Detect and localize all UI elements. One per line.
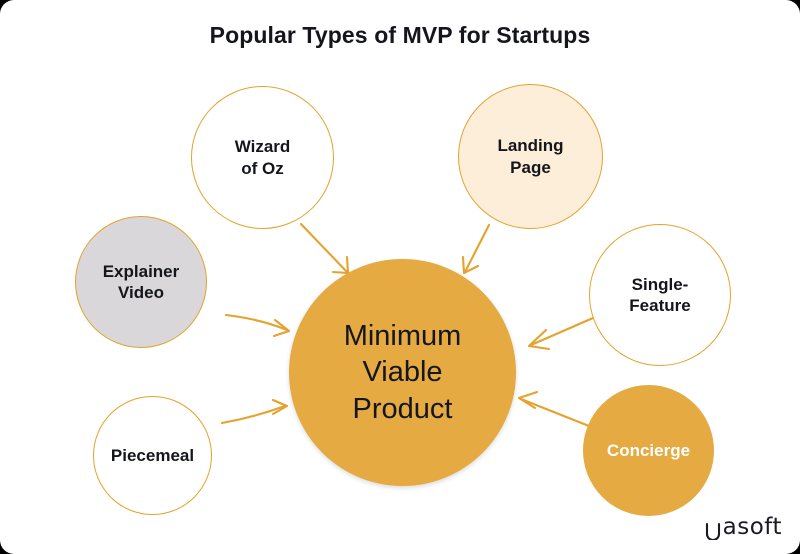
node-label: Wizard of Oz xyxy=(234,137,291,178)
node-label: Minimum Viable Product xyxy=(343,320,462,425)
node-label: Landing Page xyxy=(497,136,564,177)
arrow-landing-page xyxy=(461,223,491,275)
arrow-wizard-of-oz xyxy=(299,222,350,275)
lasoft-logo-text: asoft xyxy=(722,514,782,540)
node-label: Single- Feature xyxy=(629,274,691,315)
node-explainer-video[interactable]: Explainer Video xyxy=(75,216,207,348)
node-wizard-of-oz[interactable]: Wizard of Oz xyxy=(191,86,334,229)
page-title: Popular Types of MVP for Startups xyxy=(209,22,591,48)
node-single-feature[interactable]: Single- Feature xyxy=(589,224,731,366)
arrow-piecemeal xyxy=(220,398,289,425)
lasoft-logo: asoft xyxy=(705,514,782,540)
node-landing-page[interactable]: Landing Page xyxy=(458,84,603,229)
node-piecemeal[interactable]: Piecemeal xyxy=(93,396,212,515)
node-label: Piecemeal xyxy=(110,445,195,465)
node-label: Concierge xyxy=(606,440,691,460)
node-minimum-viable-product[interactable]: Minimum Viable Product xyxy=(289,259,516,486)
node-concierge[interactable]: Concierge xyxy=(583,385,714,516)
arrow-single-feature xyxy=(527,316,595,351)
lasoft-logo-mark-icon xyxy=(705,522,720,540)
arrow-explainer-video xyxy=(224,313,291,338)
node-label: Explainer Video xyxy=(102,261,180,302)
arrow-concierge xyxy=(517,390,591,428)
